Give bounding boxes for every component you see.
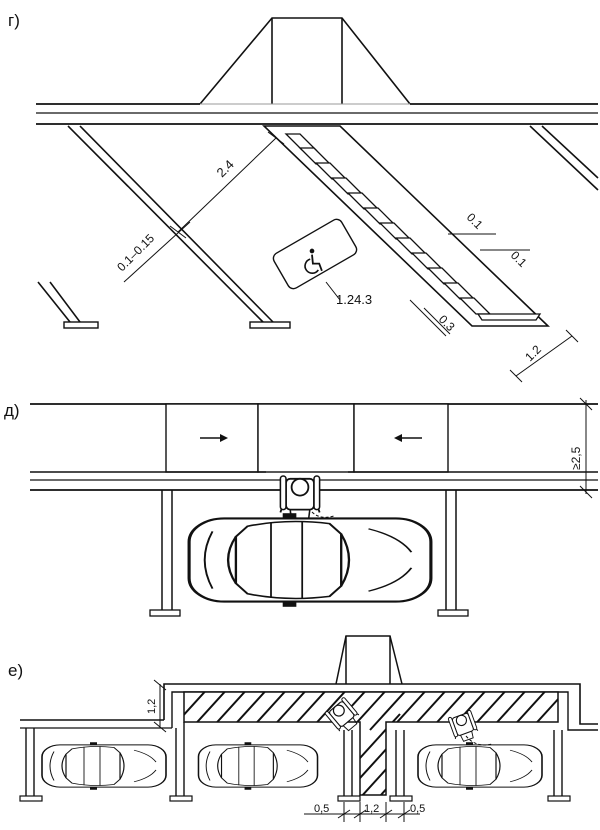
wheelchair-icon xyxy=(304,248,323,274)
dimension-label-0-5-left: 0,5 xyxy=(314,803,329,815)
dimension-label-0-1-lower: 0.1 xyxy=(508,248,530,270)
entrance-block xyxy=(199,17,411,105)
curb-lines xyxy=(36,103,598,125)
arrow-right-icon xyxy=(200,434,228,442)
arrow-left-icon xyxy=(394,434,422,442)
dimension-label-0-3: 0.3 xyxy=(436,312,458,334)
dimension-lines-d xyxy=(579,397,593,499)
panel-g: г) xyxy=(8,11,599,383)
dimension-label-0-1-upper: 0.1 xyxy=(464,210,486,232)
accessible-parking-marking xyxy=(272,218,358,301)
dimension-label-min-2-5: ≥2,5 xyxy=(569,446,583,470)
dimension-label-1-2: 1.2 xyxy=(522,342,544,364)
panel-d: д) xyxy=(4,397,598,617)
entrance-block-e xyxy=(335,635,403,685)
car-icon xyxy=(197,741,319,791)
panel-label-e: е) xyxy=(8,661,23,680)
dimension-label-2-4: 2.4 xyxy=(214,157,237,180)
walkway-outline-e xyxy=(20,683,598,731)
dimension-label-1-2-bottom: 1,2 xyxy=(364,803,379,815)
dimension-label-0-1-0-15: 0.1–0.15 xyxy=(114,231,157,274)
dimension-lines-g xyxy=(123,131,579,383)
panel-label-d: д) xyxy=(4,401,20,420)
diagonal-parking-lines xyxy=(37,125,599,329)
panel-label-g: г) xyxy=(8,11,20,30)
parking-posts-d xyxy=(149,490,469,617)
access-aisle-hatched xyxy=(262,125,550,327)
dimension-lines-e xyxy=(153,679,420,822)
car-icon xyxy=(41,741,167,791)
dimension-label-0-5-right: 0,5 xyxy=(410,803,425,815)
car-icon xyxy=(417,741,543,791)
parking-posts-e xyxy=(19,722,571,802)
panel-e: е) xyxy=(8,635,598,822)
car-icon xyxy=(187,511,433,609)
sign-code-label: 1.24.3 xyxy=(336,292,372,307)
dimension-label-1-2-vertical: 1,2 xyxy=(146,699,158,714)
